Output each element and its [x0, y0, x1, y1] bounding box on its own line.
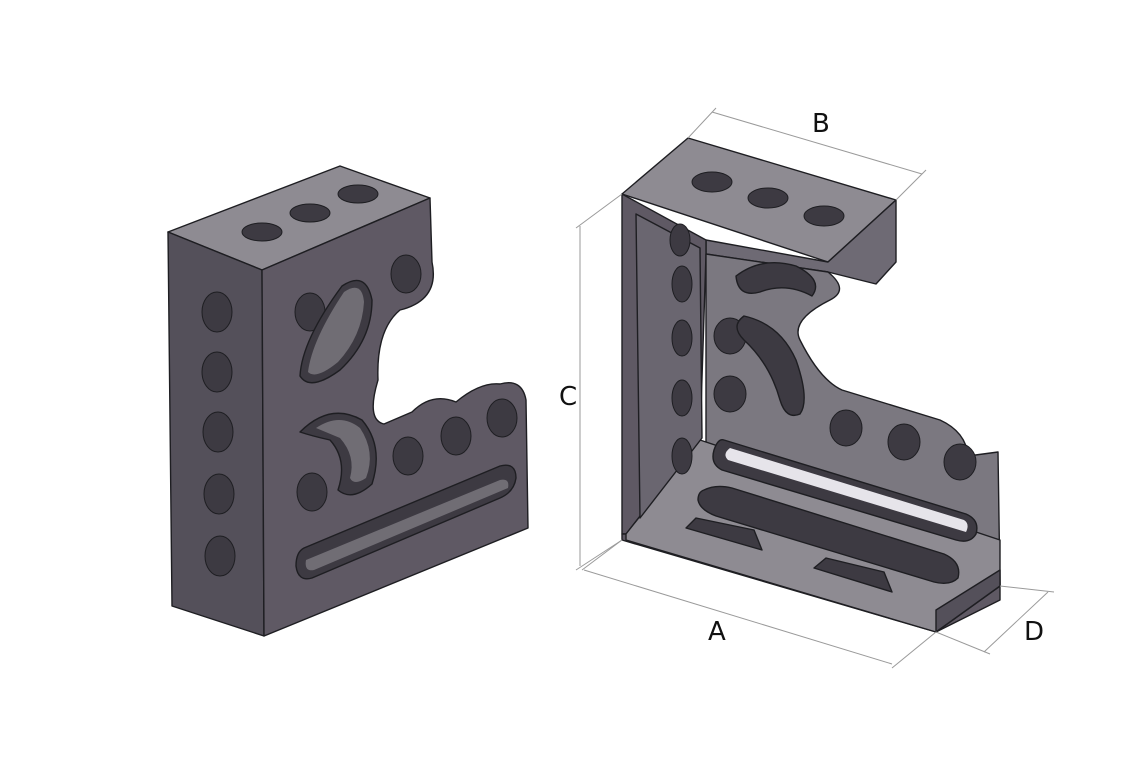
hole-icon [943, 443, 977, 481]
right-base-pocket [685, 517, 763, 551]
hole-icon [202, 411, 234, 453]
hole-icon [390, 254, 422, 294]
hole-icon [201, 291, 233, 333]
hole-icon [691, 171, 733, 193]
right-angle-block [621, 137, 1001, 633]
dimension-label-b: B [812, 109, 830, 139]
left-bottom-slot-inner [305, 479, 509, 571]
hole-icon [671, 265, 693, 303]
hole-icon [671, 319, 693, 357]
right-base-pocket [813, 557, 893, 593]
dimension-label-c: C [559, 382, 577, 412]
hole-icon [392, 436, 424, 476]
hole-icon [829, 409, 863, 447]
hole-icon [887, 423, 921, 461]
right-wall-holes [669, 223, 693, 475]
dimension-label-a: A [708, 617, 726, 647]
left-arc-slot-inner [308, 287, 364, 375]
hole-icon [241, 222, 283, 242]
hole-icon [486, 398, 518, 438]
hole-icon [671, 379, 693, 417]
right-top-holes [691, 171, 845, 227]
hole-icon [671, 437, 693, 475]
hole-icon [203, 473, 235, 515]
hole-icon [669, 223, 691, 257]
hole-icon [747, 187, 789, 209]
hole-icon [201, 351, 233, 393]
hole-icon [337, 184, 379, 204]
hole-icon [713, 375, 747, 413]
hole-icon [296, 472, 328, 512]
dimension-label-d: D [1024, 617, 1044, 647]
left-round-cutout-inner [316, 420, 370, 482]
hole-icon [440, 416, 472, 456]
hole-icon [204, 535, 236, 577]
dimension-lines [575, 107, 1055, 669]
right-back-holes [713, 317, 977, 481]
right-arc-slot [736, 315, 805, 417]
right-upper-cutout [735, 261, 817, 297]
right-base-slot [697, 485, 960, 585]
left-angle-block [167, 165, 529, 637]
left-top-holes [241, 184, 379, 242]
left-front-holes [294, 254, 518, 512]
left-side-holes [201, 291, 236, 577]
hole-icon [803, 205, 845, 227]
hole-icon [289, 203, 331, 223]
right-horizontal-slot-inner [725, 448, 968, 532]
